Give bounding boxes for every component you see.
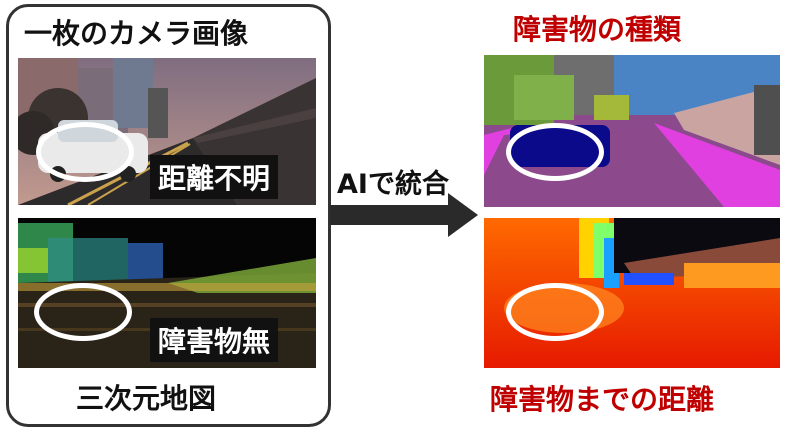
camera-car-highlight [36, 122, 134, 182]
ai-integration-label: AIで統合 [337, 169, 449, 200]
lidar-car-highlight [34, 283, 132, 341]
segmentation-car-highlight [506, 123, 604, 181]
camera-image-title: 一枚のカメラ画像 [24, 17, 249, 50]
obstacle-type-title: 障害物の種類 [513, 13, 682, 46]
distance-unknown-label: 距離不明 [150, 155, 279, 199]
integration-arrow [330, 193, 478, 237]
obstacle-distance-title: 障害物までの距離 [490, 383, 715, 416]
3d-map-title: 三次元地図 [76, 382, 217, 415]
depth-car-highlight [506, 283, 604, 341]
no-obstacle-label: 障害物無 [150, 318, 279, 362]
